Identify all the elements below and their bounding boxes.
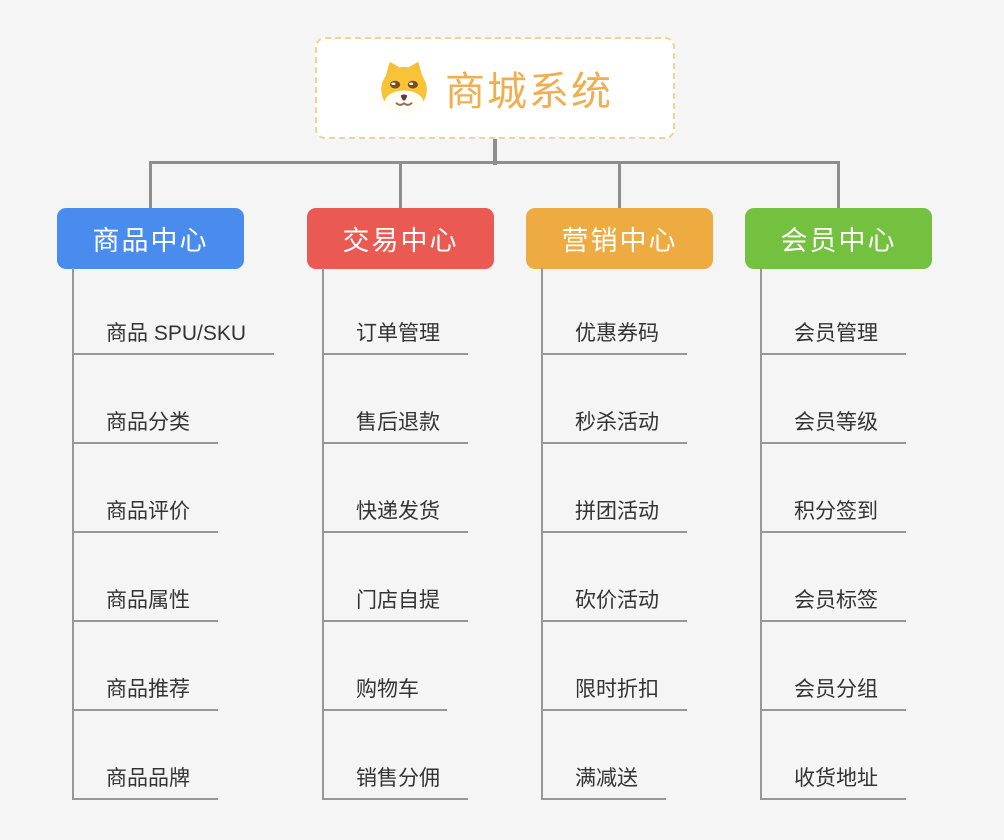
subtopic[interactable]: 商品属性 bbox=[72, 584, 218, 622]
subtopic-row: 会员标签 bbox=[760, 533, 906, 622]
subtopic[interactable]: 会员标签 bbox=[760, 584, 906, 622]
branch-node[interactable]: 交易中心 bbox=[307, 208, 494, 269]
branch-node[interactable]: 会员中心 bbox=[745, 208, 932, 269]
root-node[interactable]: 商城系统 bbox=[315, 37, 675, 139]
branch-children: 优惠券码 秒杀活动 拼团活动 砍价活动 限时折扣 满减送 bbox=[541, 266, 687, 800]
subtopic-row: 满减送 bbox=[541, 711, 687, 800]
subtopic[interactable]: 会员等级 bbox=[760, 406, 906, 444]
subtopic[interactable]: 收货地址 bbox=[760, 762, 906, 800]
connector-drop bbox=[399, 161, 402, 209]
subtopic-row: 商品品牌 bbox=[72, 711, 274, 800]
subtopic[interactable]: 积分签到 bbox=[760, 495, 906, 533]
subtopic-row: 砍价活动 bbox=[541, 533, 687, 622]
branch-trunk-line bbox=[72, 268, 74, 800]
subtopic-row: 收货地址 bbox=[760, 711, 906, 800]
subtopic[interactable]: 商品评价 bbox=[72, 495, 218, 533]
subtopic[interactable]: 商品推荐 bbox=[72, 673, 218, 711]
subtopic[interactable]: 会员分组 bbox=[760, 673, 906, 711]
subtopic-row: 商品推荐 bbox=[72, 622, 274, 711]
subtopic-row: 限时折扣 bbox=[541, 622, 687, 711]
subtopic-row: 积分签到 bbox=[760, 444, 906, 533]
branch-trunk-line bbox=[541, 268, 543, 800]
subtopic[interactable]: 商品 SPU/SKU bbox=[72, 317, 275, 355]
connector-drop bbox=[837, 161, 840, 209]
branch-trunk-line bbox=[760, 268, 762, 800]
branch-children: 会员管理 会员等级 积分签到 会员标签 会员分组 收货地址 bbox=[760, 266, 906, 800]
subtopic[interactable]: 砍价活动 bbox=[541, 584, 687, 622]
subtopic[interactable]: 满减送 bbox=[541, 762, 666, 800]
subtopic-row: 订单管理 bbox=[322, 266, 468, 355]
subtopic[interactable]: 商品分类 bbox=[72, 406, 218, 444]
subtopic-row: 售后退款 bbox=[322, 355, 468, 444]
branch-label: 商品中心 bbox=[92, 226, 209, 256]
subtopic[interactable]: 订单管理 bbox=[322, 317, 468, 355]
subtopic[interactable]: 秒杀活动 bbox=[541, 406, 687, 444]
subtopic[interactable]: 快递发货 bbox=[322, 495, 468, 533]
subtopic-row: 会员管理 bbox=[760, 266, 906, 355]
subtopic-row: 销售分佣 bbox=[322, 711, 468, 800]
subtopic[interactable]: 购物车 bbox=[322, 673, 447, 711]
branch-label: 营销中心 bbox=[561, 226, 678, 256]
subtopic-row: 拼团活动 bbox=[541, 444, 687, 533]
subtopic-row: 商品评价 bbox=[72, 444, 274, 533]
subtopic-row: 商品属性 bbox=[72, 533, 274, 622]
branch-node[interactable]: 商品中心 bbox=[57, 208, 244, 269]
branch-trunk-line bbox=[322, 268, 324, 800]
subtopic[interactable]: 门店自提 bbox=[322, 584, 468, 622]
subtopic-row: 门店自提 bbox=[322, 533, 468, 622]
branch-node[interactable]: 营销中心 bbox=[526, 208, 713, 269]
connector-root-drop bbox=[493, 139, 497, 165]
subtopic[interactable]: 商品品牌 bbox=[72, 762, 218, 800]
branch-children: 商品 SPU/SKU 商品分类 商品评价 商品属性 商品推荐 商品品牌 bbox=[72, 266, 275, 800]
subtopic[interactable]: 销售分佣 bbox=[322, 762, 468, 800]
subtopic[interactable]: 拼团活动 bbox=[541, 495, 687, 533]
subtopic-row: 会员分组 bbox=[760, 622, 906, 711]
subtopic[interactable]: 售后退款 bbox=[322, 406, 468, 444]
subtopic-row: 购物车 bbox=[322, 622, 468, 711]
doge-icon bbox=[377, 61, 431, 115]
root-title: 商城系统 bbox=[445, 70, 613, 114]
subtopic-row: 秒杀活动 bbox=[541, 355, 687, 444]
subtopic-row: 商品分类 bbox=[72, 355, 274, 444]
connector-drop bbox=[618, 161, 621, 209]
subtopic-row: 快递发货 bbox=[322, 444, 468, 533]
branch-children: 订单管理 售后退款 快递发货 门店自提 购物车 销售分佣 bbox=[322, 266, 468, 800]
branch-label: 交易中心 bbox=[342, 226, 459, 256]
branch-label: 会员中心 bbox=[780, 226, 897, 256]
subtopic-row: 优惠券码 bbox=[541, 266, 687, 355]
subtopic[interactable]: 限时折扣 bbox=[541, 673, 687, 711]
subtopic[interactable]: 会员管理 bbox=[760, 317, 906, 355]
subtopic-row: 商品 SPU/SKU bbox=[72, 266, 275, 355]
subtopic[interactable]: 优惠券码 bbox=[541, 317, 687, 355]
subtopic-row: 会员等级 bbox=[760, 355, 906, 444]
connector-drop bbox=[149, 161, 152, 209]
connector-bus bbox=[149, 161, 840, 164]
